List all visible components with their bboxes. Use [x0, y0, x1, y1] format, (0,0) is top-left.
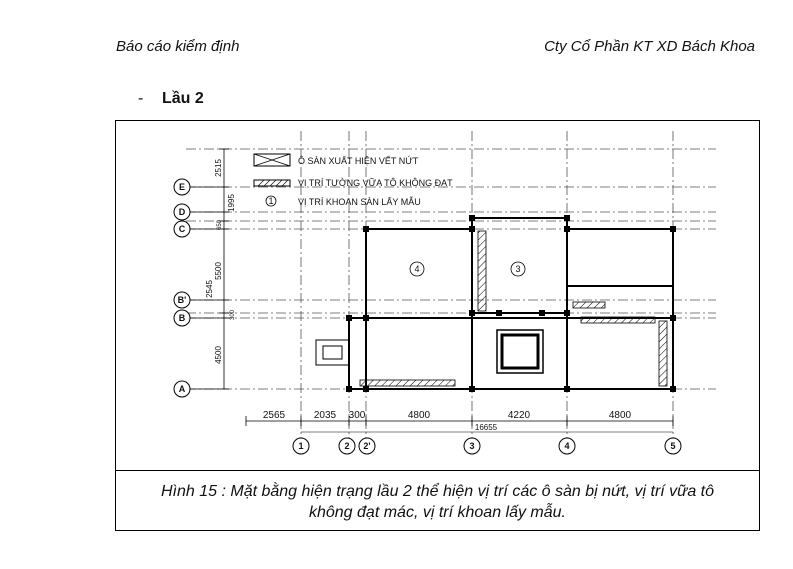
vdim-label: 1995 — [227, 194, 236, 212]
row-axis-markers: E D C B' B — [173, 178, 219, 398]
figure-frame: Ô SÀN XUẤT HIỆN VẾT NỨT VỊ TRÍ TƯỜNG VỮA… — [115, 120, 760, 531]
vdim-label: 300 — [230, 309, 236, 320]
bullet-dash: - — [138, 90, 144, 107]
drill-legend-icon — [265, 195, 277, 207]
legend-drill-label: VỊ TRÍ KHOAN SÀN LẤY MẪU — [298, 196, 421, 207]
hdim-label: 4220 — [508, 410, 531, 421]
vdim-label: 650 — [217, 219, 223, 230]
drill-sample-marker: 4 — [409, 261, 425, 277]
axis-row-c: C — [173, 220, 219, 238]
axis-col-2-prime: 2' — [358, 437, 376, 455]
svg-text:3: 3 — [515, 264, 520, 274]
svg-text:E: E — [179, 182, 185, 192]
floor-plan-drawing: Ô SÀN XUẤT HIỆN VẾT NỨT VỊ TRÍ TƯỜNG VỮA… — [173, 131, 716, 455]
legend: Ô SÀN XUẤT HIỆN VẾT NỨT VỊ TRÍ TƯỜNG VỮA… — [253, 153, 453, 207]
svg-text:2': 2' — [363, 441, 370, 451]
drill-sample-marker: 3 — [510, 261, 526, 277]
svg-text:1: 1 — [298, 441, 303, 451]
horizontal-dimension-chain: 2565 2035 300 4800 4220 4800 16655 — [245, 410, 674, 433]
building-walls — [348, 217, 674, 390]
report-title: Báo cáo kiểm định — [116, 38, 240, 55]
axis-row-b-prime: B' — [173, 291, 219, 309]
axis-row-b: B — [173, 309, 219, 327]
svg-text:B: B — [179, 313, 186, 323]
axis-col-1: 1 — [292, 437, 310, 455]
axis-col-4: 4 — [558, 437, 576, 455]
hdim-label: 4800 — [609, 410, 632, 421]
axis-row-a: A — [173, 380, 219, 398]
balcony-box — [315, 339, 350, 366]
hdim-label: 2565 — [263, 410, 286, 421]
caption-line-2: không đạt mác, vị trí khoan lấy mẫu. — [308, 504, 566, 521]
plaster-defect-marks — [359, 230, 668, 387]
axis-row-e: E — [173, 178, 219, 196]
svg-text:3: 3 — [469, 441, 474, 451]
svg-text:4: 4 — [414, 264, 419, 274]
columns — [346, 215, 676, 392]
hdim-label: 2035 — [314, 410, 337, 421]
section-title: Lầu 2 — [162, 90, 204, 107]
column-axis-markers: 1 2 2' 3 4 5 — [292, 437, 682, 455]
svg-text:2: 2 — [344, 441, 349, 451]
drill-legend-symbol: 1 — [268, 196, 273, 206]
caption-line-1: Hình 15 : Mặt bằng hiện trạng lầu 2 thể … — [160, 483, 715, 500]
legend-plaster-label: VỊ TRÍ TƯỜNG VỮA TÔ KHÔNG ĐẠT — [298, 178, 453, 188]
svg-text:C: C — [179, 224, 186, 234]
figure-caption: Hình 15 : Mặt bằng hiện trạng lầu 2 thể … — [116, 470, 759, 530]
vertical-dimension-chain: 2515 1995 650 5500 2545 300 4500 — [205, 148, 236, 390]
vdim-label: 2545 — [205, 280, 214, 298]
company-name: Cty Cổ Phần KT XD Bách Khoa — [544, 38, 755, 55]
hdim-label: 300 — [349, 410, 366, 421]
crack-legend-icon — [253, 153, 291, 167]
axis-col-3: 3 — [463, 437, 481, 455]
svg-text:B': B' — [178, 295, 187, 305]
vdim-label: 4500 — [214, 346, 223, 364]
axis-col-2: 2 — [338, 437, 356, 455]
plaster-legend-icon — [253, 179, 291, 187]
svg-text:A: A — [179, 384, 186, 394]
vdim-label: 2515 — [214, 159, 223, 177]
svg-text:D: D — [179, 207, 186, 217]
legend-crack-label: Ô SÀN XUẤT HIỆN VẾT NỨT — [298, 156, 419, 166]
svg-text:4: 4 — [564, 441, 569, 451]
section-heading: - Lầu 2 — [138, 90, 204, 108]
total-dimension: 16655 — [475, 423, 498, 432]
axis-col-5: 5 — [664, 437, 682, 455]
svg-text:5: 5 — [670, 441, 675, 451]
vdim-label: 5500 — [214, 262, 223, 280]
hdim-label: 4800 — [408, 410, 431, 421]
stair-core — [496, 329, 544, 374]
axis-row-d: D — [173, 203, 219, 221]
